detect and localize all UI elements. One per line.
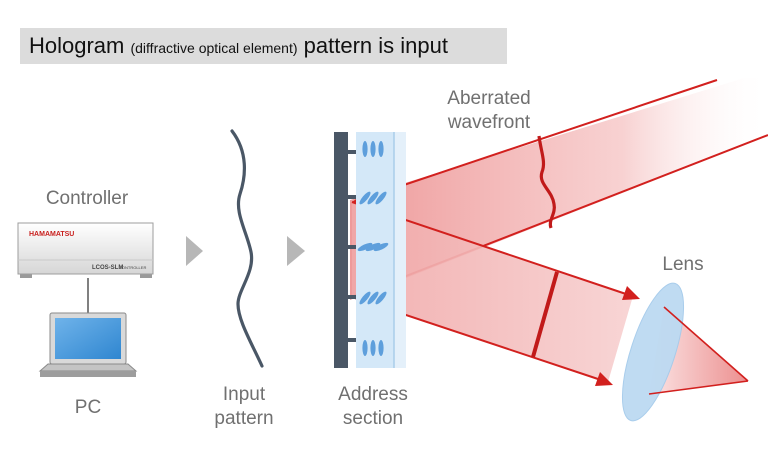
lens-group xyxy=(621,282,749,422)
address-section-label-line2: section xyxy=(342,408,404,429)
laptop-icon xyxy=(38,312,138,377)
arrowhead-lens-lower xyxy=(595,372,613,386)
input-pattern-label: Input pattern xyxy=(194,383,294,431)
aberrated-wavefront-label: Aberrated wavefront xyxy=(429,87,549,135)
controller-brand: HAMAMATSU xyxy=(29,231,74,238)
slm-device xyxy=(334,132,406,368)
address-section-label-line1: Address xyxy=(338,384,408,405)
input-pattern-label-line1: Input xyxy=(222,384,266,405)
slm-electrodes xyxy=(347,150,356,342)
slm-backplane xyxy=(334,132,348,368)
title-subtitle: (diffractive optical element) xyxy=(130,40,298,56)
focus-ray-upper xyxy=(663,306,749,382)
corrected-wavefront-line xyxy=(531,271,559,358)
lens-label: Lens xyxy=(662,254,704,275)
title-main-start: Hologram xyxy=(29,33,131,58)
arrowhead-lens-upper xyxy=(622,286,640,300)
input-pattern-label-line2: pattern xyxy=(214,408,274,429)
controller-box-icon: HAMAMATSU LCOS-SLM CONTROLLER xyxy=(17,222,154,278)
lens-icon xyxy=(621,282,685,422)
title-box: Hologram (diffractive optical element) p… xyxy=(20,28,507,64)
controller-model-sub: CONTROLLER xyxy=(119,265,146,270)
aberrated-wavefront-label-line1: Aberrated xyxy=(447,88,531,109)
input-pattern-wave xyxy=(230,129,264,368)
controller-label: Controller xyxy=(45,188,129,209)
outgoing-beam-fill xyxy=(352,202,633,382)
liquid-crystal-molecules xyxy=(357,141,389,356)
chevron-right-icon xyxy=(287,236,305,266)
address-section-label: Address section xyxy=(318,383,428,431)
aberrated-wavefront-line xyxy=(537,135,556,229)
pc-label: PC xyxy=(74,397,102,418)
chevron-right-icon xyxy=(186,236,203,266)
focus-ray-lower xyxy=(648,380,749,395)
aberrated-wavefront-label-line2: wavefront xyxy=(447,112,531,133)
controller-model: LCOS-SLM xyxy=(92,265,123,271)
title-main-end: pattern is input xyxy=(297,33,448,58)
